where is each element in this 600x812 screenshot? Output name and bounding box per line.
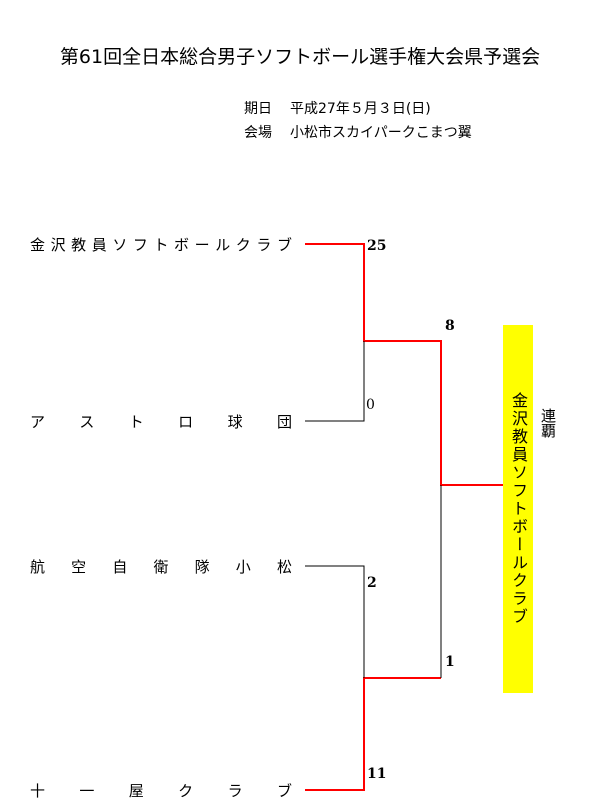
page-title: 第61回全日本総合男子ソフトボール選手権大会県予選会: [59, 46, 541, 68]
lose-line-team3: [305, 565, 365, 678]
team-name-char: 屋: [128, 782, 144, 800]
team-name-char: ブ: [276, 236, 292, 254]
lose-line-team2: [305, 341, 365, 422]
date-label: 期日: [244, 101, 272, 117]
win-line-team4: [305, 677, 441, 791]
team-name-char: 航: [30, 558, 46, 576]
score-team4: 11: [367, 766, 387, 782]
champion-box: 金沢教員ソフトボールクラブ: [503, 325, 533, 693]
team-name-char: 教: [71, 236, 87, 254]
consecutive-title-note: 連覇: [539, 408, 557, 438]
win-line-team1: [305, 243, 503, 486]
team-4: 十一屋クラブ: [30, 780, 292, 801]
team-name-char: 空: [71, 558, 87, 576]
team-2: アストロ球団: [30, 411, 292, 432]
team-name-char: 沢: [50, 236, 66, 254]
team-name-char: 隊: [194, 558, 210, 576]
venue-label: 会場: [244, 125, 272, 141]
team-name-char: 十: [30, 782, 46, 800]
team-name-char: 金: [30, 236, 46, 254]
team-name-char: ラ: [256, 236, 272, 254]
date-value: 平成27年５月３日(日): [290, 101, 431, 117]
team-name-char: ボ: [174, 236, 190, 254]
score-final-bottom: 1: [445, 654, 455, 670]
team-name-char: ス: [79, 413, 95, 431]
team-name-char: ア: [30, 413, 46, 431]
team-name-char: 球: [227, 413, 243, 431]
team-name-char: ー: [194, 236, 210, 254]
team-name-char: ブ: [276, 782, 292, 800]
team-name-char: 自: [112, 558, 128, 576]
venue-row: 会場 小松市スカイパークこまつ翼: [244, 122, 472, 142]
team-1: 金沢教員ソフトボールクラブ: [30, 234, 292, 255]
team-name-char: 一: [79, 782, 95, 800]
team-name-char: 衛: [153, 558, 169, 576]
team-3: 航空自衛隊小松: [30, 556, 292, 577]
score-team3: 2: [367, 575, 377, 591]
team-name-char: 団: [276, 413, 292, 431]
team-name-char: 松: [276, 558, 292, 576]
date-row: 期日 平成27年５月３日(日): [244, 98, 431, 118]
team-name-char: ク: [178, 782, 194, 800]
team-name-char: 小: [235, 558, 251, 576]
score-team1: 25: [367, 238, 387, 254]
team-name-char: 員: [91, 236, 107, 254]
team-name-char: ク: [235, 236, 251, 254]
team-name-char: ロ: [178, 413, 194, 431]
venue-value: 小松市スカイパークこまつ翼: [290, 125, 472, 141]
team-name-char: ト: [153, 236, 169, 254]
team-name-char: ラ: [227, 782, 243, 800]
score-team2: 0: [366, 397, 375, 413]
team-name-char: ト: [128, 413, 144, 431]
team-name-char: ル: [215, 236, 231, 254]
team-name-char: ソ: [112, 236, 128, 254]
team-name-char: フ: [132, 236, 148, 254]
score-final-top: 8: [445, 318, 455, 334]
